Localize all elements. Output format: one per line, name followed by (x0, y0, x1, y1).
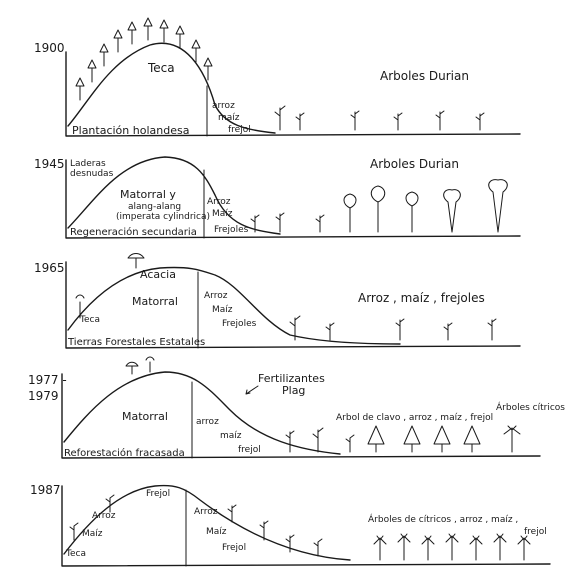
hill-label: Matorral (132, 295, 178, 308)
year-label-1: 1977 - (28, 373, 67, 387)
top-left-label-2: desnudas (70, 169, 114, 179)
right-label: Arboles Durian (380, 69, 469, 83)
base-label: Plantación holandesa (72, 124, 189, 137)
mid-label-1: Arroz (194, 507, 218, 517)
slope-label-1: arroz (212, 101, 235, 111)
mid-label-2: Maíz (206, 527, 227, 537)
hill-label-2: alang-alang (128, 202, 181, 212)
slope-label-2: maíz (218, 113, 240, 123)
note-label-1: Fertilizantes (258, 372, 325, 385)
panel-frame (61, 373, 541, 459)
right-label-1: Arbol de clavo , arroz , maíz , frejol (336, 413, 493, 423)
right-label-2: Árboles cítricos (496, 401, 565, 413)
hill-curve (67, 156, 281, 235)
hill-curve (63, 484, 351, 561)
crop-sprouts (285, 427, 355, 453)
slope-label-3: frejol (238, 445, 261, 455)
hill-curve (63, 371, 341, 455)
crop-sprouts (250, 212, 325, 233)
left-label-1: Arroz (92, 511, 116, 521)
right-label-1: Árboles de cítricos , arroz , maíz , (368, 513, 518, 525)
slope-label-2: Maíz (212, 209, 233, 219)
panel-frame (65, 261, 521, 349)
note-label-2: Plag (282, 384, 305, 397)
crop-sprouts (69, 494, 323, 557)
panel-1965: 1965 Acacia Matorral Teca Arroz , maíz ,… (34, 253, 521, 349)
panel-1900: 1900 Teca Arboles Durian Plantación hola… (34, 17, 521, 137)
panel-1987: 1987 Frejol Arroz Maíz Teca Arroz Maíz F… (30, 483, 551, 567)
year-label-2: 1979 (28, 389, 59, 403)
left-label-3: Teca (65, 549, 86, 559)
year-label: 1965 (34, 261, 65, 275)
panel-frame (61, 485, 551, 567)
hill-curve (67, 266, 401, 345)
acacia-tree (127, 253, 145, 269)
top-left-label-1: Laderas (70, 159, 106, 169)
slope-label-3: Frejoles (222, 319, 257, 329)
crop-sprouts (75, 294, 497, 341)
panel-frame (65, 159, 521, 239)
hill-label-1: Matorral y (120, 188, 176, 201)
slope-label-1: Arroz (204, 291, 228, 301)
slope-label-1: arroz (196, 417, 219, 427)
base-label: Regeneración secundaria (70, 226, 197, 238)
hilltop-trees (125, 356, 155, 375)
slope-label-2: Maíz (212, 305, 233, 315)
panel-1977-1979: 1977 - 1979 Matorral Fertilizantes Plag … (28, 356, 565, 459)
base-label: Reforestación fracasada (64, 447, 185, 459)
slope-label-3: Frejoles (214, 225, 249, 235)
right-label: Arroz , maíz , frejoles (358, 291, 485, 305)
panel-1945: 1945 Laderas desnudas Matorral y alang-a… (34, 156, 521, 239)
arrow-icon (245, 385, 259, 395)
teak-trees (75, 17, 213, 101)
clove-trees (367, 425, 481, 453)
year-label: 1945 (34, 157, 65, 171)
left-label-2: Maíz (82, 529, 103, 539)
hill-label: Matorral (122, 410, 168, 423)
slope-label-2: maíz (220, 431, 242, 441)
hill-curve (67, 42, 276, 134)
panel-frame (65, 51, 521, 137)
base-label: Tierras Forestales Estatales (67, 337, 205, 348)
top-label: Acacia (140, 268, 176, 281)
mid-label-3: Frejol (222, 543, 246, 553)
slope-label-3: frejol (228, 125, 251, 135)
durian-trees (343, 179, 508, 233)
right-label: Arboles Durian (370, 157, 459, 171)
citrus-crops (373, 533, 531, 561)
year-label: 1900 (34, 41, 65, 55)
top-label: Frejol (146, 489, 170, 499)
year-label: 1987 (30, 483, 61, 497)
citrus-trees (503, 425, 521, 453)
hill-label: Teca (147, 61, 175, 75)
left-label: Teca (79, 315, 100, 325)
hill-label-3: (imperata cylindrica) (116, 212, 210, 222)
crop-sprouts (274, 105, 485, 131)
right-label-2: frejol (524, 527, 547, 537)
slope-label-1: Arroz (207, 197, 231, 207)
